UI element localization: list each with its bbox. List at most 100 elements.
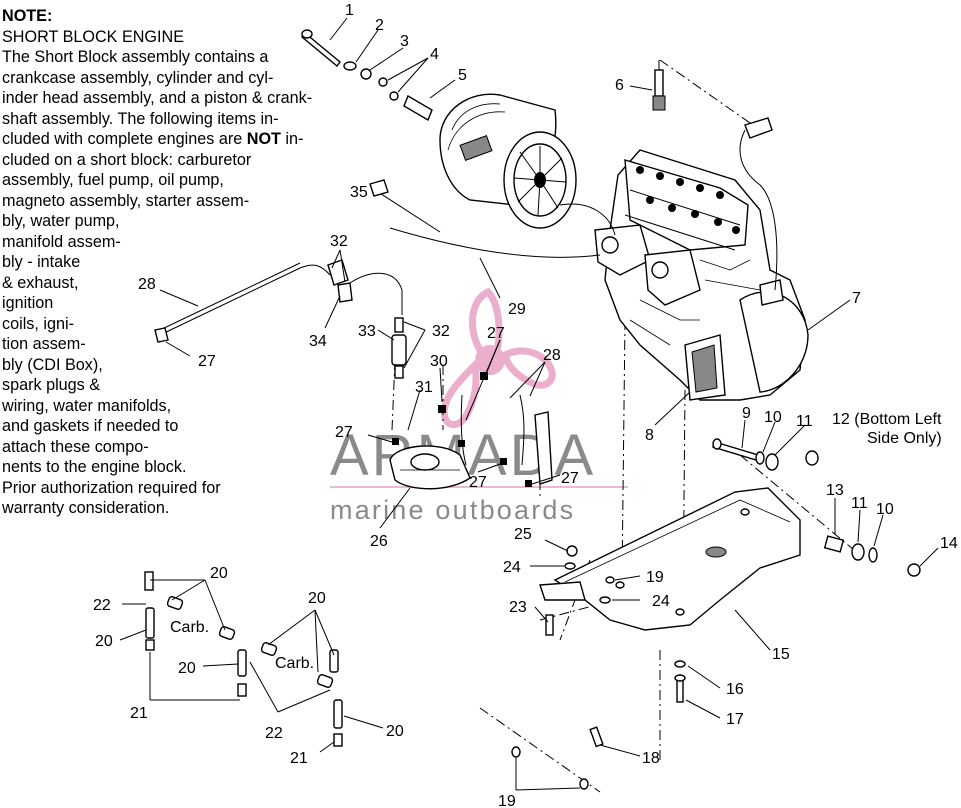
- note-line: in-: [280, 130, 304, 148]
- nut-25: [566, 545, 578, 557]
- callout-28b: 28: [543, 347, 561, 364]
- nut-3: [360, 68, 372, 80]
- callout-19b: 19: [498, 793, 516, 808]
- callout-34: 34: [309, 333, 327, 350]
- callout-2: 2: [375, 17, 384, 34]
- callout-26: 26: [370, 533, 388, 550]
- callout-8: 8: [645, 427, 654, 444]
- oil-line-28: [154, 262, 331, 343]
- note-line: coils, igni-: [2, 314, 74, 333]
- washer-10b: [868, 547, 878, 563]
- callout-19a: 19: [646, 569, 664, 586]
- note-line: SHORT BLOCK ENGINE: [2, 27, 185, 46]
- callout-5: 5: [458, 67, 467, 84]
- note-line: wiring, water manifolds,: [2, 396, 172, 415]
- callout-4: 4: [430, 46, 439, 63]
- note-line: nents to the engine block.: [2, 458, 187, 476]
- bracket-24: [539, 581, 586, 601]
- callout-12a: 12 (Bottom Left: [832, 411, 942, 428]
- throttle-cable-29: [389, 227, 601, 258]
- fuel-pump-26: [389, 411, 553, 490]
- washer-4b: [389, 91, 399, 101]
- note-line: shaft assembly. The following items in-: [2, 109, 279, 128]
- callout-28a: 28: [138, 276, 156, 293]
- leader-lines: [119, 17, 939, 791]
- armada-propeller-logo: [440, 287, 556, 428]
- note-line: assembly, fuel pump, oil pump,: [2, 171, 224, 189]
- callout-25: 25: [514, 526, 532, 543]
- note-line: inder head assembly, and a piston & cran…: [2, 89, 313, 107]
- callout-1: 1: [345, 2, 354, 19]
- note-line: The Short Block assembly contains a: [2, 48, 269, 66]
- stud-23: [545, 614, 554, 636]
- note-line: cluded with complete engines are: [2, 130, 247, 148]
- callout-20a: 20: [210, 565, 228, 582]
- callout-20d: 20: [308, 590, 326, 607]
- washer-16: [674, 660, 686, 668]
- tee-fitting-32: [327, 259, 403, 315]
- washer-4a: [378, 77, 388, 87]
- bolt-17: [674, 674, 686, 703]
- washer-24b: [599, 596, 611, 604]
- bushing-11a: [765, 453, 779, 471]
- stud-18: [589, 726, 604, 748]
- spacer-5: [403, 94, 433, 122]
- watermark-tagline: marine outboards: [330, 495, 575, 525]
- nut-14: [907, 563, 921, 577]
- callout-13: 13: [826, 482, 844, 499]
- note-title: NOTE:: [2, 7, 53, 25]
- note-line: Prior authorization required for: [2, 478, 221, 497]
- spark-plug-6: [652, 60, 666, 111]
- washer-2: [343, 61, 357, 71]
- note-line: warranty consideration.: [2, 499, 170, 517]
- callout-27c: 27: [561, 470, 579, 487]
- callout-27b: 27: [469, 474, 487, 491]
- fitting-30: [438, 405, 446, 413]
- callout-20b: 20: [95, 633, 113, 650]
- note-line-emphasis: cluded with complete engines are NOT in-: [2, 129, 362, 150]
- hose-pair-27: [460, 372, 525, 466]
- bolt-9: [712, 438, 759, 461]
- carb-label-1: Carb.: [170, 619, 209, 636]
- mounting-plate-15: [553, 487, 801, 631]
- callout-21a: 21: [130, 705, 148, 722]
- callout-22a: 22: [93, 597, 111, 614]
- spark-plug-wire: [739, 117, 778, 291]
- note-line: ignition: [2, 294, 54, 312]
- callout-32b: 32: [432, 323, 450, 340]
- washer-10a: [755, 451, 765, 465]
- callout-27d: 27: [487, 325, 505, 342]
- note-line: spark plugs &: [2, 376, 101, 394]
- callout-24a: 24: [503, 559, 521, 576]
- callout-16: 16: [726, 681, 744, 698]
- note-line: attach these compo-: [2, 437, 149, 456]
- callout-10b: 10: [876, 501, 894, 518]
- callout-10a: 10: [764, 409, 782, 426]
- callout-11b: 11: [851, 495, 868, 512]
- note-line: bly, water pump,: [2, 212, 120, 230]
- callout-22b: 22: [265, 725, 283, 742]
- spacer-13: [823, 535, 845, 553]
- callout-20e: 20: [386, 723, 404, 740]
- note-line: manifold assem-: [2, 232, 121, 251]
- callout-30: 30: [430, 353, 448, 370]
- short-block-note: NOTE: SHORT BLOCK ENGINE The Short Block…: [2, 6, 362, 519]
- note-line: crankcase assembly, cylinder and cyl-: [2, 68, 274, 87]
- washer-12: [805, 450, 819, 466]
- callout-29: 29: [508, 301, 526, 318]
- engine-block: [594, 149, 809, 401]
- callout-32a: 32: [330, 233, 348, 250]
- callout-23: 23: [509, 599, 527, 616]
- note-emphasis-not: NOT: [246, 130, 281, 148]
- note-line: magneto assembly, starter assem-: [2, 191, 250, 210]
- callout-21b: 21: [290, 750, 308, 767]
- note-line: cluded on a short block: carburetor: [2, 150, 252, 169]
- callout-20c: 20: [178, 660, 196, 677]
- callout-27e: 27: [198, 353, 216, 370]
- fuel-filter-33: [391, 317, 407, 379]
- nut-19b: [579, 778, 589, 790]
- nut-19c: [605, 576, 615, 584]
- callout-17: 17: [726, 711, 744, 728]
- callout-31: 31: [415, 379, 433, 396]
